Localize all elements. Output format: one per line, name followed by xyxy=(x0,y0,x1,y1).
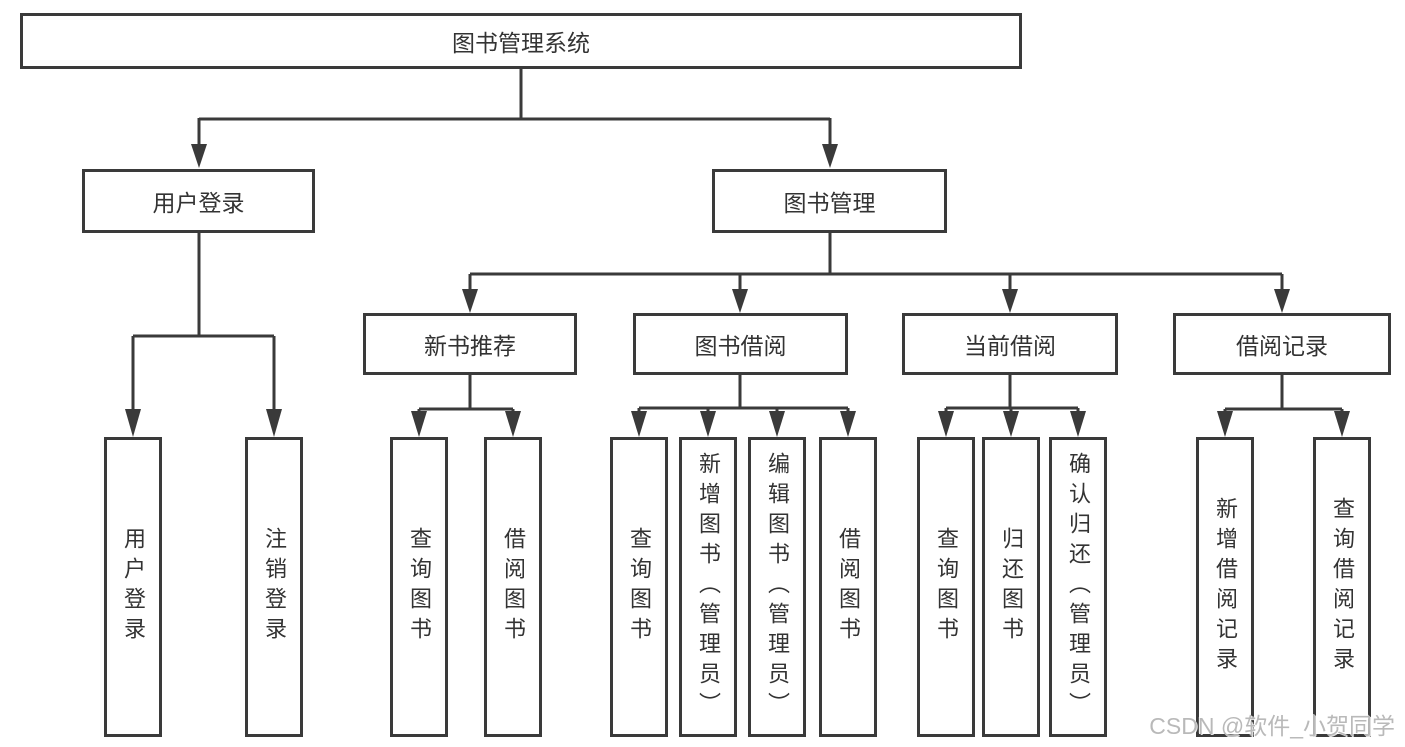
connector-current-borrow-children xyxy=(938,375,1086,437)
node-borrow-books-recommend: 借阅图书 xyxy=(484,437,542,737)
node-query-books-current: 查询图书 xyxy=(917,437,975,737)
csdn-watermark: CSDN @软件_小贺同学 xyxy=(1149,713,1395,739)
node-borrow-records: 借阅记录 xyxy=(1173,313,1391,375)
connector-borrow-records-children xyxy=(1217,375,1350,437)
node-edit-book-admin: 编辑图书（管理员） xyxy=(748,437,806,737)
leaf-label: 查询图书 xyxy=(934,527,959,647)
node-add-book-admin: 新增图书（管理员） xyxy=(679,437,737,737)
leaf-label: 编辑图书（管理员） xyxy=(765,452,790,722)
node-current-borrow: 当前借阅 xyxy=(902,313,1118,375)
node-book-management: 图书管理 xyxy=(712,169,947,233)
node-new-book-recommend: 新书推荐 xyxy=(363,313,577,375)
node-query-borrow-record: 查询借阅记录 xyxy=(1313,437,1371,737)
leaf-label: 查询图书 xyxy=(627,527,652,647)
node-logout-leaf: 注销登录 xyxy=(245,437,303,737)
node-confirm-return-admin: 确认归还（管理员） xyxy=(1049,437,1107,737)
node-query-books-recommend: 查询图书 xyxy=(390,437,448,737)
leaf-label: 查询借阅记录 xyxy=(1330,497,1355,677)
node-borrow-book-leaf: 借阅图书 xyxy=(819,437,877,737)
node-query-books-borrow: 查询图书 xyxy=(610,437,668,737)
leaf-label: 确认归还（管理员） xyxy=(1066,452,1091,722)
leaf-label: 查询图书 xyxy=(407,527,432,647)
leaf-label: 用户登录 xyxy=(121,527,146,647)
leaf-label: 借阅图书 xyxy=(836,527,861,647)
node-library-management-system: 图书管理系统 xyxy=(20,13,1022,69)
node-user-login-leaf: 用户登录 xyxy=(104,437,162,737)
leaf-label: 新增借阅记录 xyxy=(1213,497,1238,677)
node-return-book: 归还图书 xyxy=(982,437,1040,737)
connector-book-borrow-children xyxy=(631,375,856,437)
connector-new-book-recommend-children xyxy=(411,375,521,437)
node-user-login: 用户登录 xyxy=(82,169,315,233)
connector-book-management-children xyxy=(462,233,1290,313)
node-add-borrow-record: 新增借阅记录 xyxy=(1196,437,1254,737)
node-book-borrow: 图书借阅 xyxy=(633,313,848,375)
leaf-label: 归还图书 xyxy=(999,527,1024,647)
leaf-label: 新增图书（管理员） xyxy=(696,452,721,722)
connector-root-to-level2 xyxy=(191,69,838,168)
leaf-label: 注销登录 xyxy=(262,527,287,647)
leaf-label: 借阅图书 xyxy=(501,527,526,647)
connector-user-login-children xyxy=(125,233,282,437)
